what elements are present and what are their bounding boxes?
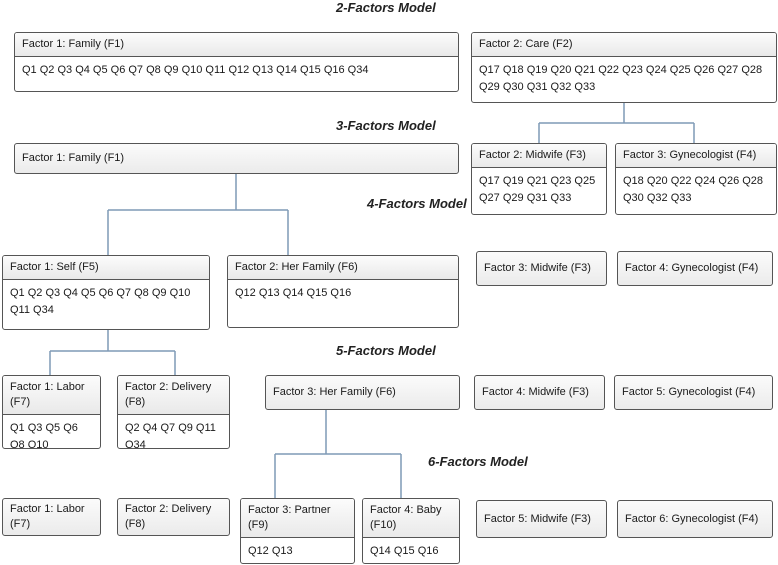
factor-gynecologist-m3-box: Factor 3: Gynecologist (F4) Q18 Q20 Q22 …: [615, 143, 777, 215]
factor-delivery-m5-box: Factor 2: Delivery (F8) Q2 Q4 Q7 Q9 Q11 …: [117, 375, 230, 449]
factor-baby-box: Factor 4: Baby (F10) Q14 Q15 Q16: [362, 498, 460, 564]
factor-label: Factor 4: Baby (F10): [363, 499, 459, 538]
factor-label: Factor 5: Gynecologist (F4): [622, 386, 756, 398]
factor-items: Q1 Q2 Q3 Q4 Q5 Q6 Q7 Q8 Q9 Q10 Q11 Q12 Q…: [22, 64, 369, 76]
factor-care-box: Factor 2: Care (F2) Q17 Q18 Q19 Q20 Q21 …: [471, 32, 777, 103]
factor-her-family-m4-box: Factor 2: Her Family (F6) Q12 Q13 Q14 Q1…: [227, 255, 459, 328]
factor-midwife-m5-box: Factor 4: Midwife (F3): [474, 375, 605, 410]
factor-label: Factor 5: Midwife (F3): [484, 512, 591, 525]
factor-items: Q1 Q2 Q3 Q4 Q5 Q6 Q7 Q8 Q9 Q10 Q11 Q34: [10, 287, 191, 316]
factor-her-family-m5-box: Factor 3: Her Family (F6): [265, 375, 460, 410]
factor-label: Factor 1: Family (F1): [22, 152, 125, 164]
factor-label: Factor 2: Her Family (F6): [228, 256, 458, 280]
factor-items: Q14 Q15 Q16: [370, 545, 439, 557]
factor-gynecologist-m5-box: Factor 5: Gynecologist (F4): [614, 375, 773, 410]
factor-items: Q12 Q13: [248, 545, 293, 557]
factor-items: Q1 Q3 Q5 Q6 Q8 Q10: [10, 422, 78, 449]
factor-label: Factor 2: Care (F2): [472, 33, 776, 57]
factor-label: Factor 6: Gynecologist (F4): [625, 512, 759, 525]
factor-items: Q12 Q13 Q14 Q15 Q16: [235, 287, 352, 299]
factor-label: Factor 3: Her Family (F6): [273, 386, 396, 398]
factor-label: Factor 4: Gynecologist (F4): [625, 262, 759, 274]
factor-label: Factor 2: Delivery (F8): [125, 503, 212, 530]
factor-gynecologist-m4-box: Factor 4: Gynecologist (F4): [617, 251, 773, 286]
connector-care: [538, 103, 695, 143]
factor-label: Factor 1: Labor (F7): [10, 503, 85, 530]
title-6-factors: 6-Factors Model: [428, 454, 528, 469]
factor-family-m3-box: Factor 1: Family (F1): [14, 143, 459, 174]
factor-items: Q17 Q19 Q21 Q23 Q25 Q27 Q29 Q31 Q33: [479, 175, 596, 204]
connector-herfamily: [274, 410, 402, 498]
factor-midwife-m6-box: Factor 5: Midwife (F3): [476, 500, 607, 538]
factor-midwife-m4-box: Factor 3: Midwife (F3): [476, 251, 607, 286]
title-3-factors: 3-Factors Model: [336, 118, 436, 133]
factor-label: Factor 1: Self (F5): [3, 256, 209, 280]
title-2-factors: 2-Factors Model: [336, 0, 436, 15]
factor-family-box: Factor 1: Family (F1) Q1 Q2 Q3 Q4 Q5 Q6 …: [14, 32, 459, 92]
factor-delivery-m6-box: Factor 2: Delivery (F8): [117, 498, 230, 536]
factor-label: Factor 3: Partner (F9): [241, 499, 354, 538]
connector-family: [107, 174, 289, 255]
factor-labor-m6-box: Factor 1: Labor (F7): [2, 498, 101, 536]
factor-label: Factor 4: Midwife (F3): [482, 386, 589, 398]
title-4-factors: 4-Factors Model: [367, 196, 467, 211]
connector-self: [49, 330, 176, 375]
factor-gynecologist-m6-box: Factor 6: Gynecologist (F4): [617, 500, 773, 538]
factor-partner-box: Factor 3: Partner (F9) Q12 Q13: [240, 498, 355, 564]
factor-label: Factor 2: Delivery (F8): [118, 376, 229, 415]
factor-items: Q2 Q4 Q7 Q9 Q11 Q34: [125, 422, 216, 449]
factor-items: Q18 Q20 Q22 Q24 Q26 Q28 Q30 Q32 Q33: [623, 175, 764, 204]
factor-self-box: Factor 1: Self (F5) Q1 Q2 Q3 Q4 Q5 Q6 Q7…: [2, 255, 210, 330]
factor-labor-m5-box: Factor 1: Labor (F7) Q1 Q3 Q5 Q6 Q8 Q10: [2, 375, 101, 449]
factor-label: Factor 1: Family (F1): [15, 33, 458, 57]
factor-label: Factor 3: Gynecologist (F4): [616, 144, 776, 168]
title-5-factors: 5-Factors Model: [336, 343, 436, 358]
factor-label: Factor 3: Midwife (F3): [484, 262, 591, 274]
factor-label: Factor 2: Midwife (F3): [472, 144, 606, 168]
factor-midwife-m3-box: Factor 2: Midwife (F3) Q17 Q19 Q21 Q23 Q…: [471, 143, 607, 215]
factor-items: Q17 Q18 Q19 Q20 Q21 Q22 Q23 Q24 Q25 Q26 …: [479, 64, 763, 93]
factor-label: Factor 1: Labor (F7): [3, 376, 100, 415]
